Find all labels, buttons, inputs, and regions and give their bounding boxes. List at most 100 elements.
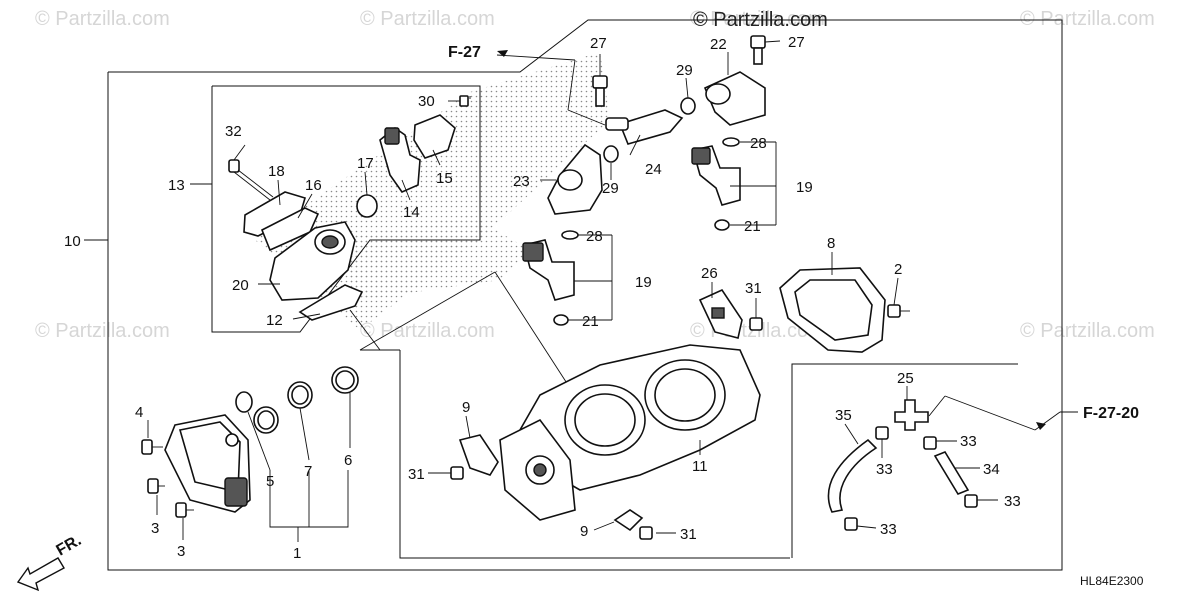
callout-2: 2 [894, 261, 902, 278]
bolt-31a[interactable] [749, 317, 763, 331]
o-ring-28b[interactable] [561, 230, 579, 240]
callout-21: 21 [744, 218, 761, 235]
callout-17: 17 [357, 155, 374, 172]
callout-31: 31 [680, 526, 697, 543]
callout-9: 9 [462, 399, 470, 416]
map-sensor-14[interactable] [379, 127, 421, 193]
callout-14: 14 [403, 204, 420, 221]
throttle-sensor-20[interactable] [269, 221, 356, 301]
callout-10: 10 [64, 233, 81, 250]
gasket-9a[interactable] [458, 434, 499, 476]
sensor-housing-4[interactable] [164, 414, 251, 513]
watermark: © Partzilla.com [35, 8, 170, 30]
o-ring-7[interactable] [287, 381, 313, 409]
bolt-2[interactable] [887, 304, 910, 318]
injector-19a[interactable] [691, 145, 741, 206]
callout-27: 27 [788, 34, 805, 51]
callout-33: 33 [880, 521, 897, 538]
watermark: © Partzilla.com [1020, 8, 1155, 30]
callout-3: 3 [177, 543, 185, 560]
callout-19: 19 [635, 274, 652, 291]
throttle-body-11[interactable] [499, 344, 761, 521]
arrow-f27 [497, 50, 508, 57]
callout-33: 33 [960, 433, 977, 450]
bolt-31b[interactable] [450, 466, 464, 480]
callout-28: 28 [750, 135, 767, 152]
callout-12: 12 [266, 312, 283, 329]
callout-32: 32 [225, 123, 242, 140]
callout-1: 1 [293, 545, 301, 562]
o-ring-17[interactable] [356, 194, 378, 218]
fuel-joint-22[interactable] [703, 71, 766, 126]
clip-33a[interactable] [875, 426, 889, 440]
ref-f2720[interactable]: F-27-20 [1083, 405, 1139, 422]
seal-21a[interactable] [714, 219, 730, 231]
leader-lines [147, 40, 1078, 540]
callout-8: 8 [827, 235, 835, 252]
callout-6: 6 [344, 452, 352, 469]
callout-22: 22 [710, 36, 727, 53]
watermark: © Partzilla.com [690, 8, 825, 30]
callout-31: 31 [408, 466, 425, 483]
o-ring-5[interactable] [235, 391, 279, 434]
tube-34[interactable] [933, 451, 970, 495]
bolt-27b[interactable] [750, 35, 766, 65]
bolt-4[interactable] [141, 439, 163, 455]
bolt-32[interactable] [228, 159, 274, 201]
seal-21b[interactable] [553, 314, 569, 326]
frame-link [359, 271, 496, 351]
callout-33: 33 [876, 461, 893, 478]
assembly-frame [107, 19, 1063, 571]
callout-4: 4 [135, 404, 143, 421]
fuel-pipe-24[interactable] [605, 109, 684, 145]
watermark: © Partzilla.com [360, 8, 495, 30]
callout-31: 31 [745, 280, 762, 297]
callout-35: 35 [835, 407, 852, 424]
bolt-31c[interactable] [639, 526, 653, 540]
gasket-9b[interactable] [613, 509, 644, 532]
gasket-12[interactable] [298, 284, 364, 321]
callout-26: 26 [701, 265, 718, 282]
o-ring-6[interactable] [331, 366, 359, 394]
fuel-joint-23[interactable] [547, 143, 603, 215]
diagram-code: HL84E2300 [1080, 574, 1144, 588]
frame-link [494, 271, 571, 389]
clip-33b[interactable] [923, 436, 937, 450]
callout-9: 9 [580, 523, 588, 540]
callout-33: 33 [1004, 493, 1021, 510]
o-ring-29b[interactable] [603, 145, 619, 163]
callout-13: 13 [168, 177, 185, 194]
o-ring-28a[interactable] [722, 137, 740, 147]
gasket-16[interactable] [260, 207, 320, 252]
callout-25: 25 [897, 370, 914, 387]
callout-15: 15 [436, 170, 453, 187]
o-ring-29a[interactable] [680, 97, 696, 115]
front-label: FR. [54, 532, 85, 560]
joint-25[interactable] [894, 399, 929, 431]
callout-24: 24 [645, 161, 662, 178]
injector-19b[interactable] [522, 239, 575, 301]
plate-15[interactable] [413, 114, 456, 159]
cover-8[interactable] [779, 267, 886, 353]
callout-7: 7 [304, 463, 312, 480]
ref-f27[interactable]: F-27 [448, 44, 481, 61]
callout-20: 20 [232, 277, 249, 294]
callout-18: 18 [268, 163, 285, 180]
callout-29: 29 [676, 62, 693, 79]
callout-27: 27 [590, 35, 607, 52]
callout-5: 5 [266, 473, 274, 490]
hose-kit-frame [791, 363, 1018, 558]
callout-21: 21 [582, 313, 599, 330]
bolt-3b[interactable] [175, 502, 194, 518]
callout-16: 16 [305, 177, 322, 194]
callout-19: 19 [796, 179, 813, 196]
screw-30[interactable] [459, 95, 469, 107]
clip-33d[interactable] [844, 517, 858, 531]
tube-35[interactable] [827, 438, 878, 513]
clip-33c[interactable] [964, 494, 978, 508]
bolt-3a[interactable] [147, 478, 165, 494]
gasket-26[interactable] [698, 288, 743, 339]
callout-28: 28 [586, 228, 603, 245]
watermark: © Partzilla.com [360, 320, 495, 342]
